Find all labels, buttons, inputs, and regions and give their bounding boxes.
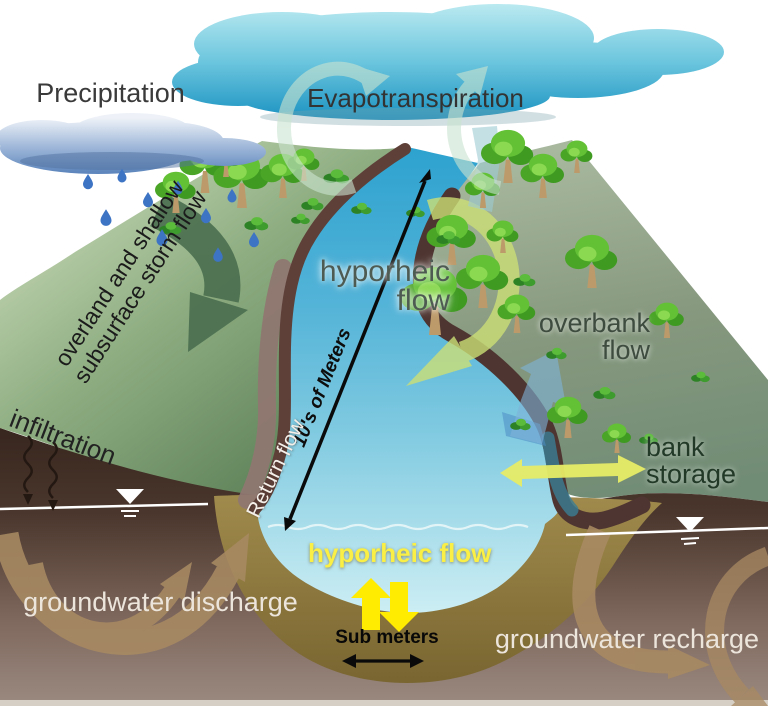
groundwater-recharge-arrows [572, 525, 768, 706]
bed-scale-arrow [342, 654, 424, 668]
bank-storage-line2: storage [646, 459, 737, 489]
river-water [258, 147, 560, 613]
storm-flow-arrow [149, 193, 248, 352]
bottom-edge-strip [0, 700, 768, 706]
overbank-label-line2: flow [601, 335, 650, 365]
precipitation-label: Precipitation [36, 78, 185, 108]
water-table-left [0, 489, 209, 517]
bank-storage-arrow [500, 455, 646, 487]
groundwater-discharge-label: groundwater discharge [23, 587, 298, 617]
groundwater-recharge-label: groundwater recharge [494, 624, 760, 654]
hyporheic-exchange-arrows [351, 578, 419, 632]
infiltration-arrows [23, 435, 58, 511]
bed-scale-label: Sub meters [335, 627, 439, 648]
bank-storage-label: bank storage [646, 434, 764, 488]
hyporheic-upper-line2: flow [396, 283, 450, 317]
bank-storage-line1: bank [646, 432, 705, 462]
evapotranspiration-arrows [277, 61, 502, 196]
evapotranspiration-label: Evapotranspiration [307, 83, 524, 113]
overbank-label-line1: overbank [538, 308, 650, 338]
channel-scale-arrow [284, 169, 431, 531]
down-arrow [379, 582, 419, 632]
rain-cloud [0, 113, 266, 174]
hyporheic-flow-label-lower: hyporheic flow [308, 538, 492, 568]
hyporheic-upper-line1: hyporheic [319, 255, 450, 288]
left-bank-outer-band [238, 259, 292, 509]
groundwater-discharge-arrows [0, 531, 249, 655]
overbank-flow-label: overbank flow [512, 310, 650, 364]
hyporheic-loop-arrow [406, 197, 520, 386]
pool-surface-waterline [267, 523, 529, 531]
left-bank [249, 143, 411, 515]
hyporheic-flow-label-upper: hyporheic flow [302, 255, 450, 317]
up-arrow [351, 578, 391, 630]
water-table-right [565, 517, 768, 545]
